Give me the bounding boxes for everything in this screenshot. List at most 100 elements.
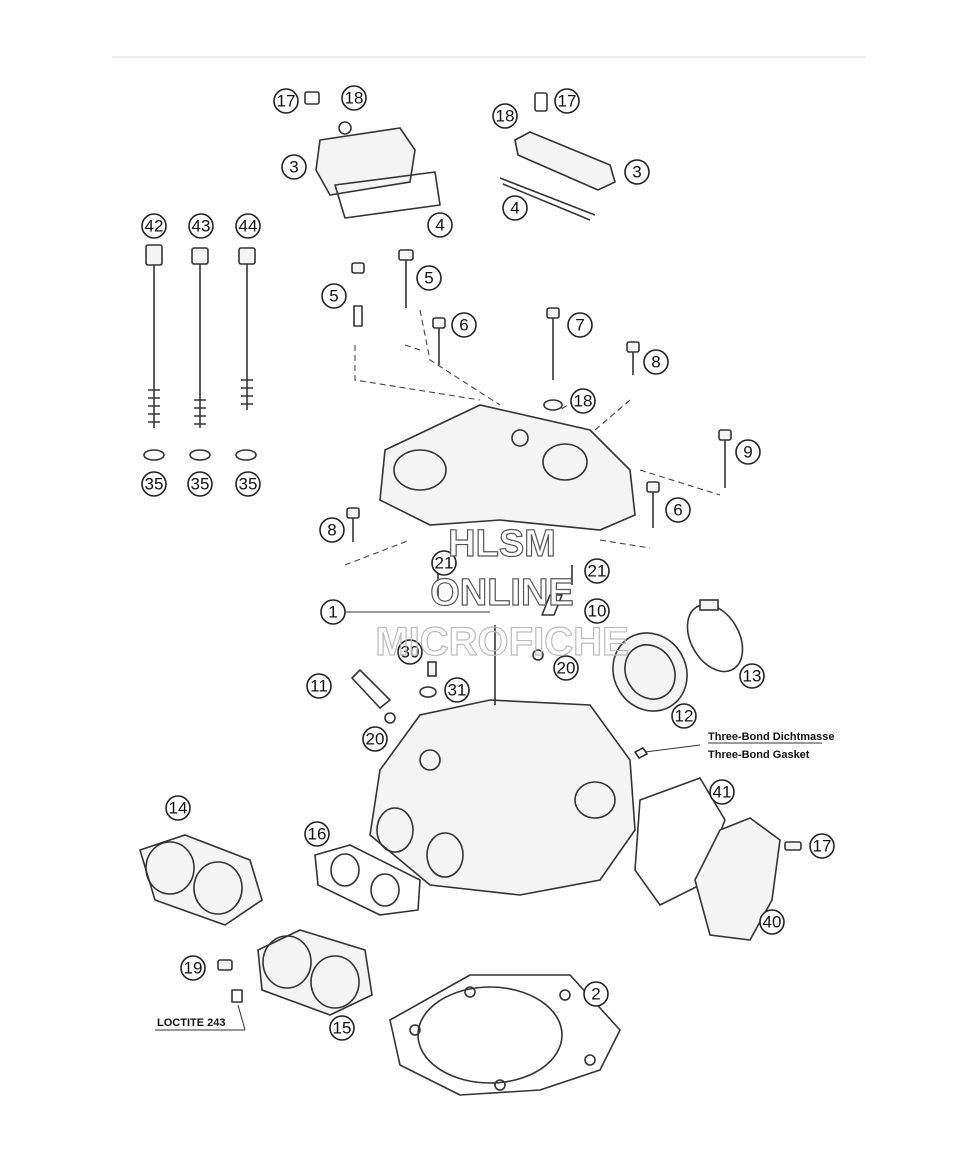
callout-2: 2: [583, 981, 609, 1007]
callout-20: 20: [553, 655, 579, 681]
svg-text:6: 6: [459, 316, 468, 335]
callout-15: 15: [329, 1015, 355, 1041]
svg-text:42: 42: [145, 217, 164, 236]
callout-4: 4: [427, 212, 453, 238]
svg-text:21: 21: [435, 554, 454, 573]
callout-7: 7: [567, 312, 593, 338]
watermark-line1: HLSM: [448, 523, 556, 565]
callout-21: 21: [584, 558, 610, 584]
svg-text:30: 30: [401, 643, 420, 662]
svg-text:31: 31: [448, 681, 467, 700]
svg-text:20: 20: [366, 730, 385, 749]
callout-42: 42: [141, 213, 167, 239]
callout-41: 41: [709, 779, 735, 805]
watermark-line2: ONLINE: [430, 572, 574, 614]
callout-17: 17: [809, 833, 835, 859]
svg-text:7: 7: [575, 316, 584, 335]
cylinder-studs: [143, 244, 257, 461]
callout-30: 30: [397, 639, 423, 665]
valve-cover-right: [499, 92, 616, 221]
svg-text:5: 5: [329, 287, 338, 306]
callout-18: 18: [570, 388, 596, 414]
svg-text:14: 14: [169, 799, 188, 818]
svg-text:41: 41: [713, 783, 732, 802]
watermark-line3: MICROFICHE: [375, 620, 628, 664]
callout-17: 17: [554, 88, 580, 114]
head-gasket: [389, 974, 621, 1096]
svg-text:40: 40: [763, 913, 782, 932]
callout-18: 18: [492, 103, 518, 129]
callout-5: 5: [416, 265, 442, 291]
callout-13: 13: [739, 663, 765, 689]
svg-text:5: 5: [424, 269, 433, 288]
svg-text:12: 12: [675, 707, 694, 726]
svg-text:18: 18: [345, 89, 364, 108]
callout-8: 8: [643, 349, 669, 375]
svg-text:43: 43: [192, 217, 211, 236]
callout-11: 11: [306, 673, 332, 699]
callout-6: 6: [665, 497, 691, 523]
callout-9: 9: [735, 439, 761, 465]
callout-20: 20: [362, 726, 388, 752]
callout-5: 5: [321, 283, 347, 309]
svg-text:21: 21: [588, 562, 607, 581]
callout-17: 17: [273, 88, 299, 114]
svg-text:10: 10: [588, 602, 607, 621]
svg-text:17: 17: [277, 92, 296, 111]
svg-text:1: 1: [328, 603, 337, 622]
callout-40: 40: [759, 909, 785, 935]
callout-44: 44: [235, 213, 261, 239]
callout-31: 31: [444, 677, 470, 703]
threebond-note-en: Three-Bond Gasket: [708, 749, 810, 761]
svg-text:35: 35: [191, 475, 210, 494]
svg-text:16: 16: [308, 825, 327, 844]
callout-16: 16: [304, 821, 330, 847]
callout-21: 21: [431, 550, 457, 576]
svg-text:18: 18: [496, 107, 515, 126]
svg-text:4: 4: [435, 216, 444, 235]
svg-text:13: 13: [743, 667, 762, 686]
svg-text:17: 17: [813, 837, 832, 856]
svg-text:35: 35: [239, 475, 258, 494]
callout-19: 19: [180, 955, 206, 981]
exhaust-flanges: [139, 834, 421, 1031]
svg-text:44: 44: [239, 217, 258, 236]
svg-text:11: 11: [310, 677, 328, 696]
callout-43: 43: [188, 213, 214, 239]
svg-text:35: 35: [145, 475, 164, 494]
callout-18: 18: [341, 85, 367, 111]
loctite-note: LOCTITE 243: [157, 1017, 225, 1029]
side-cover: [634, 744, 802, 941]
svg-text:15: 15: [333, 1019, 352, 1038]
svg-text:20: 20: [557, 659, 576, 678]
svg-text:9: 9: [743, 443, 752, 462]
svg-text:3: 3: [632, 163, 641, 182]
svg-text:3: 3: [289, 158, 298, 177]
callout-4: 4: [502, 195, 528, 221]
svg-text:6: 6: [673, 501, 682, 520]
threebond-note-de: Three-Bond Dichtmasse: [708, 731, 835, 743]
svg-text:8: 8: [651, 353, 660, 372]
svg-text:4: 4: [510, 199, 519, 218]
callout-3: 3: [281, 154, 307, 180]
camshaft-carrier: [344, 309, 721, 566]
callout-3: 3: [624, 159, 650, 185]
callout-10: 10: [584, 598, 610, 624]
callout-35: 35: [141, 471, 167, 497]
svg-text:8: 8: [327, 521, 336, 540]
callout-6: 6: [451, 312, 477, 338]
callout-8: 8: [319, 517, 345, 543]
carrier-bolts: [346, 249, 732, 542]
callout-1: 1: [320, 599, 346, 625]
callout-14: 14: [165, 795, 191, 821]
cylinder-head: [345, 565, 636, 896]
svg-text:19: 19: [184, 959, 203, 978]
callout-12: 12: [671, 703, 697, 729]
svg-text:17: 17: [558, 92, 577, 111]
intake-flange: [612, 599, 744, 712]
svg-text:2: 2: [591, 985, 600, 1004]
svg-text:18: 18: [574, 392, 593, 411]
callout-35: 35: [235, 471, 261, 497]
valve-cover-left: [304, 91, 441, 219]
